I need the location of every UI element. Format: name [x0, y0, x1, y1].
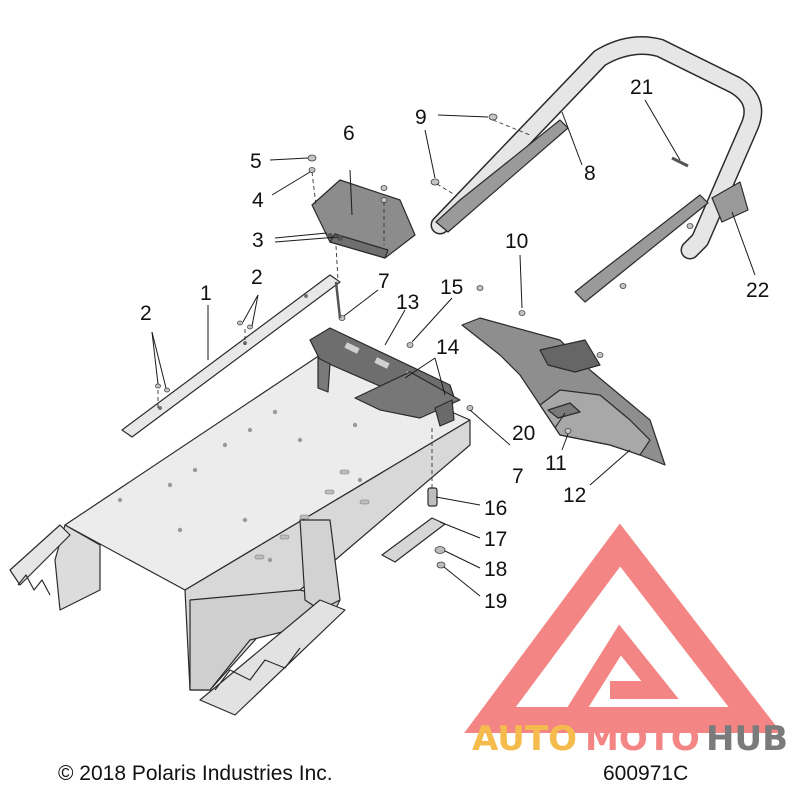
clip-part-21	[671, 156, 689, 168]
callout-16: 16	[484, 497, 507, 520]
callout-10: 10	[505, 230, 528, 253]
plate-part-20	[547, 402, 581, 419]
watermark-text-auto: AUTO	[472, 719, 577, 759]
part-code: 600971C	[603, 762, 689, 785]
nut-part-19	[436, 561, 446, 569]
side-rail-part-1	[121, 274, 341, 438]
callout-8: 8	[584, 162, 596, 185]
watermark-triangle	[464, 523, 782, 733]
callout-21: 21	[630, 76, 653, 99]
console-tray-part-6	[311, 179, 416, 259]
callout-15: 15	[440, 276, 463, 299]
spacer-part-16	[427, 487, 438, 507]
callout-5: 5	[250, 150, 262, 173]
callout-12: 12	[563, 484, 586, 507]
callout-3: 3	[252, 229, 264, 252]
assembly-lines	[157, 119, 531, 488]
automotohub-watermark: AUTO MOTO HUB	[464, 523, 788, 759]
callout-7-a: 7	[378, 270, 390, 293]
callout-7-b: 7	[512, 465, 524, 488]
callout-13: 13	[396, 291, 419, 314]
callout-9: 9	[415, 106, 427, 129]
watermark-inner-mark	[562, 624, 679, 725]
end-cap-part-22	[711, 181, 749, 223]
callout-labels: 1 2 2 2 3 4 5 6 7 7 8 9 10 11 12 13 14 1…	[140, 76, 769, 613]
callout-4: 4	[252, 189, 264, 212]
callout-1: 1	[200, 282, 212, 305]
callout-19: 19	[484, 590, 507, 613]
callout-14: 14	[436, 336, 460, 359]
watermark-text-moto: MOTO	[585, 719, 700, 759]
callout-18: 18	[484, 558, 507, 581]
watermark-text-hub: HUB	[706, 719, 788, 759]
grab-bar-part-8	[430, 36, 763, 303]
callout-17: 17	[484, 528, 507, 551]
callout-2-a: 2	[251, 266, 263, 289]
tunnel-assembly	[9, 354, 471, 716]
rear-flap-part-12	[461, 317, 666, 466]
carrier-bracket-part-14	[354, 371, 461, 427]
callout-2-b: 2	[140, 302, 152, 325]
step-plate-part-17	[381, 517, 446, 563]
callout-11: 11	[545, 452, 567, 475]
callout-22: 22	[746, 279, 769, 302]
callout-6: 6	[343, 122, 355, 145]
leader-lines	[151, 99, 756, 597]
copyright-notice: © 2018 Polaris Industries Inc.	[58, 762, 333, 785]
washer-part-18	[434, 546, 446, 554]
callout-20: 20	[512, 422, 535, 445]
